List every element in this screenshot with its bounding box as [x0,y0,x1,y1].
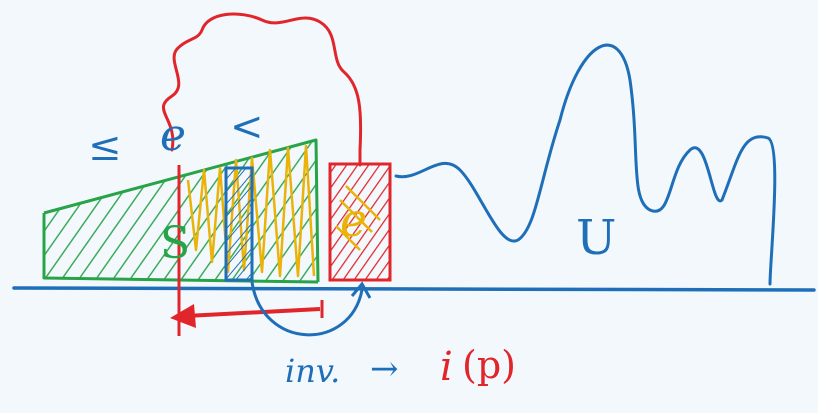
baseline-axis [12,286,816,292]
p-expression: (p) [462,343,516,387]
blue-wavy-curve [394,43,777,286]
i-label: i [440,344,453,390]
less-than-symbol: < [230,104,264,150]
red-left-arrow [170,300,324,328]
inv-label: inv. [285,352,340,390]
red-loop-curve [161,12,363,167]
e-box-label: e [340,193,367,247]
blue-inv-arrow [250,281,372,337]
blue-box [224,166,254,282]
leq-symbol: ≤ [88,124,122,170]
red-box [328,162,392,282]
inv-arrow-glyph: → [370,349,399,389]
u-glyph: U [576,210,616,266]
e-top-label: e [160,110,186,161]
s-glyph: S [160,218,190,269]
